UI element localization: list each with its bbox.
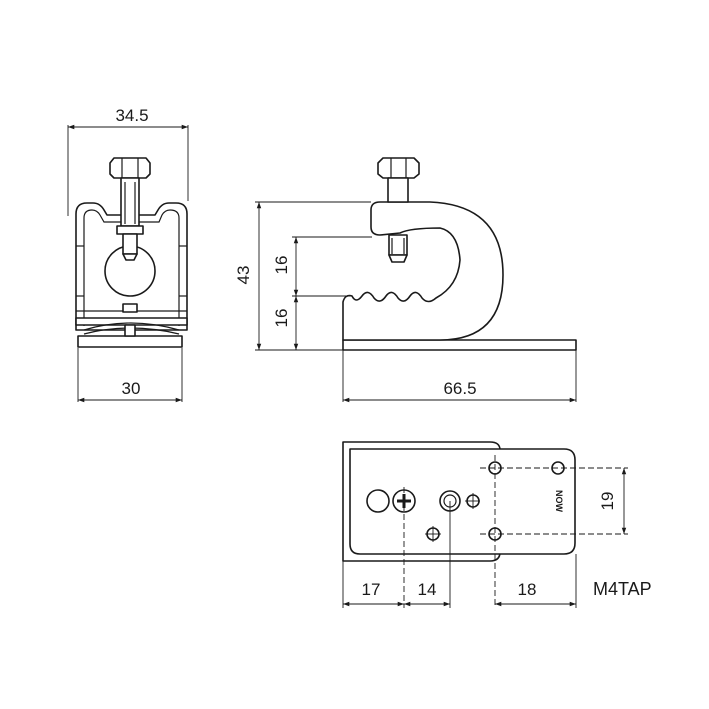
bottom-hole-left [366,489,390,513]
front-view: 34.5 30 [67,106,189,403]
bottom-view: NOW 17 14 18 19 M4TAP [342,441,652,608]
dim-19: 19 [598,492,617,511]
dim-43: 43 [234,266,253,285]
front-bolt-shank [120,177,140,227]
side-hook-body [342,201,504,341]
bottom-plate [349,448,576,555]
dim-16-lower: 16 [272,309,291,328]
side-base-plate [342,339,577,351]
dim-34-5: 34.5 [115,106,148,125]
dim-66-5: 66.5 [443,379,476,398]
side-bolt-head [377,157,420,179]
dim-18: 18 [518,580,537,599]
dim-17: 17 [362,580,381,599]
side-view: 43 16 16 66.5 [234,157,577,403]
front-bolt-head [109,157,151,179]
front-base-plate [77,335,183,348]
front-clamp-plate [75,317,188,326]
dim-30: 30 [122,379,141,398]
dim-16-upper: 16 [272,256,291,275]
part-mark: NOW [554,490,564,513]
thread-note: M4TAP [593,579,652,599]
dim-14: 14 [418,580,437,599]
